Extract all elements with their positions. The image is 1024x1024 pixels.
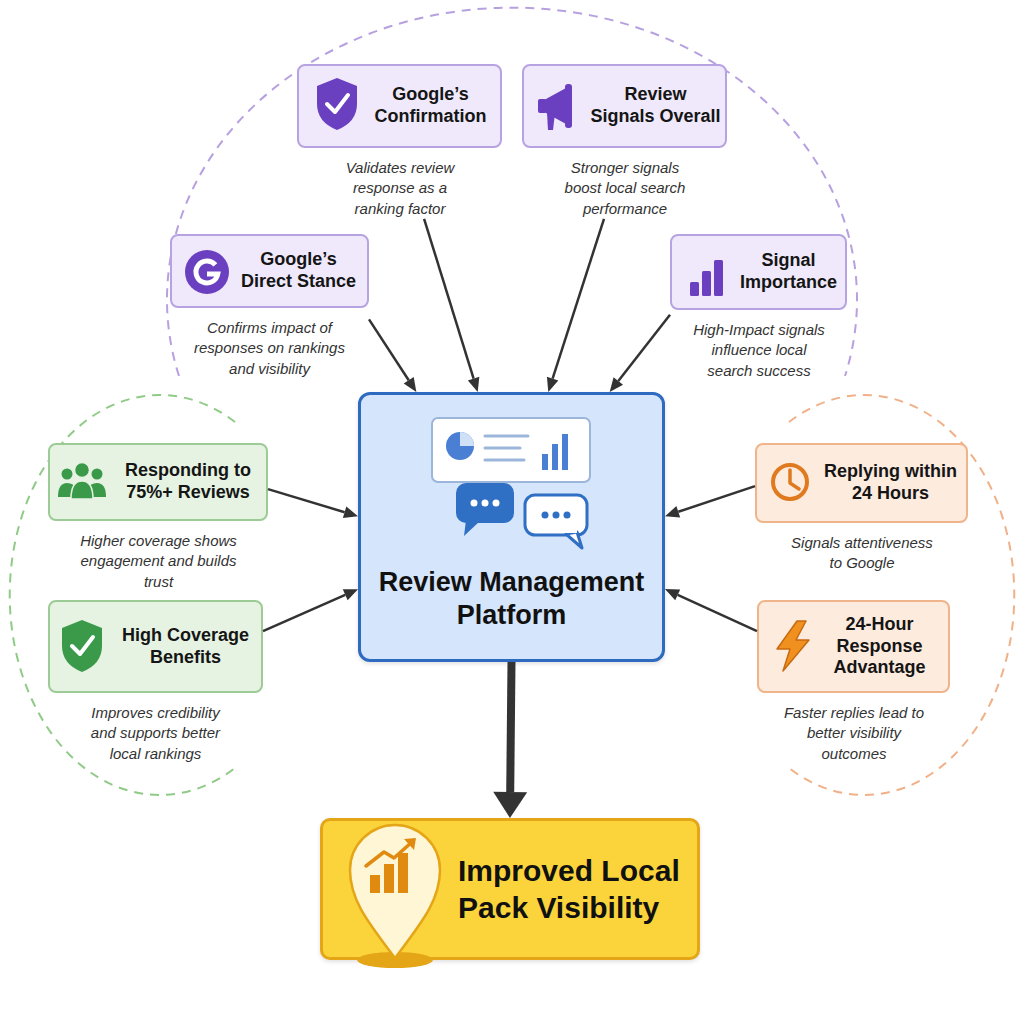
- factor-box: Review Signals OverallStronger signals b…: [522, 64, 727, 219]
- box-heading: Review Management Platform: [367, 566, 657, 634]
- clock-icon: [773, 465, 807, 499]
- icon-circle: [773, 465, 807, 499]
- box-heading: Improved Local Pack Visibility: [458, 852, 693, 927]
- icon-rect: [690, 282, 699, 296]
- icon-rect: [370, 875, 380, 893]
- arrow-connector: [263, 595, 345, 631]
- icon-polyline: [790, 470, 799, 489]
- box-heading: Review Signals Overall: [590, 84, 721, 127]
- icon-circle: [62, 469, 73, 480]
- box-caption: Validates review response as a ranking f…: [330, 158, 470, 219]
- location-pin-icon: [350, 825, 440, 968]
- icon-rect: [398, 853, 408, 893]
- icon-rect: [565, 530, 577, 533]
- icon-rect: [714, 260, 723, 296]
- icon-rect: [432, 418, 590, 482]
- shield-icon: [62, 620, 102, 672]
- icon-path: [317, 78, 357, 130]
- icon-circle: [542, 512, 549, 519]
- icon-rect: [384, 864, 394, 893]
- factor-box: Replying within 24 HoursSignals attentiv…: [755, 443, 968, 574]
- arrow-connector: [678, 595, 757, 631]
- icon-path: [547, 113, 555, 130]
- icon-path: [350, 825, 440, 958]
- lightning-icon: [777, 621, 809, 671]
- icon-line: [485, 459, 524, 462]
- icon-rect: [552, 444, 558, 470]
- icon-rect: [525, 495, 587, 535]
- box-heading: Google’s Confirmation: [365, 84, 496, 127]
- icon-path: [460, 432, 474, 446]
- icon-circle: [75, 463, 90, 478]
- box-caption: Improves credibility and supports better…: [83, 703, 228, 764]
- icon-polyline: [366, 842, 412, 866]
- shield-icon: [317, 78, 357, 130]
- box-caption: Higher coverage shows engagement and bui…: [76, 531, 241, 592]
- box-heading: Google’s Direct Stance: [234, 249, 363, 292]
- box-heading: High Coverage Benefits: [114, 625, 257, 668]
- factor-box: 24-Hour Response AdvantageFaster replies…: [757, 600, 950, 764]
- arrow-connector: [553, 219, 604, 379]
- box-heading: 24-Hour Response Advantage: [815, 614, 944, 679]
- dashboard-illustration: [432, 418, 590, 482]
- icon-line: [485, 447, 520, 450]
- icon-polygon: [777, 621, 809, 671]
- icon-circle: [482, 500, 489, 507]
- chat-bubble-icon: [525, 495, 587, 548]
- arrow-connector: [369, 319, 409, 380]
- arrow-connector: [268, 489, 345, 512]
- box-caption: Signals attentiveness to Google: [787, 533, 937, 574]
- icon-rect: [702, 271, 711, 296]
- icon-circle: [471, 500, 478, 507]
- arrow-connector: [424, 219, 474, 379]
- box-caption: Confirms impact of responses on rankings…: [187, 318, 352, 379]
- icon-rect: [565, 84, 572, 128]
- icon-path: [566, 532, 582, 548]
- icon-path: [196, 261, 218, 283]
- box-heading: Replying within 24 Hours: [819, 461, 962, 504]
- box-shape: Signal Importance: [670, 234, 847, 310]
- icon-circle: [446, 432, 474, 460]
- people-icon: [58, 463, 106, 500]
- box-caption: Stronger signals boost local search perf…: [555, 158, 695, 219]
- box-heading: Responding to 75%+ Reviews: [114, 460, 262, 503]
- arrow-connector: [618, 315, 670, 381]
- arrow-connector: [678, 486, 755, 512]
- icon-rect: [562, 434, 568, 470]
- icon-circle: [92, 469, 103, 480]
- icon-path: [464, 520, 480, 536]
- icon-line: [485, 435, 528, 438]
- icon-circle: [185, 250, 229, 294]
- box-caption: Faster replies lead to better visibility…: [779, 703, 929, 764]
- icon-polyline: [72, 637, 93, 654]
- factor-box: Signal ImportanceHigh-Impact signals inf…: [670, 234, 847, 381]
- icon-path: [62, 620, 102, 672]
- icon-polyline: [327, 95, 348, 112]
- box-caption: High-Impact signals influence local sear…: [690, 320, 828, 381]
- signal-bars-icon: [690, 260, 723, 296]
- icon-rect: [538, 99, 547, 113]
- icon-rect: [542, 454, 548, 470]
- megaphone-icon: [538, 84, 572, 130]
- icon-rect: [456, 483, 514, 523]
- arrow-connector: [510, 662, 511, 792]
- icon-circle: [553, 512, 560, 519]
- google-icon: [185, 250, 229, 294]
- chat-bubble-icon: [456, 483, 514, 536]
- icon-circle: [564, 512, 571, 519]
- box-heading: Signal Importance: [736, 250, 841, 293]
- icon-path: [404, 838, 416, 850]
- icon-circle: [493, 500, 500, 507]
- icon-path: [71, 481, 93, 499]
